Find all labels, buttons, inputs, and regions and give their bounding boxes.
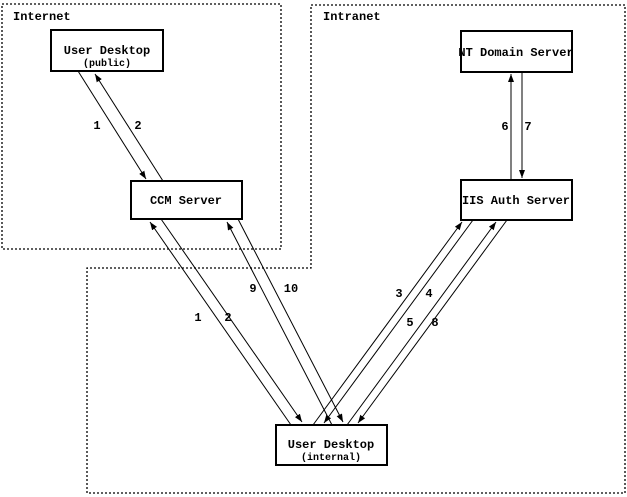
intranet-zone-border [86,4,626,494]
internet-zone-label: Internet [13,10,71,24]
edge-label-5: 5 [406,316,413,330]
edge-label-2-bottom: 2 [224,311,231,325]
edge-label-4: 4 [425,287,432,301]
node-user-desktop-public: User Desktop (public) [50,29,164,72]
user-desktop-internal-box [275,424,388,466]
edge-4-iis-to-internal [323,219,474,424]
edge-label-1-bottom: 1 [194,311,201,325]
iis-auth-server-box [460,179,573,221]
edge-label-6: 6 [501,120,508,134]
edge-label-9: 9 [249,282,256,296]
nt-domain-server-box [460,30,573,73]
user-desktop-public-title: User Desktop [64,44,150,58]
edge-label-8: 8 [431,316,438,330]
ccm-server-title: CCM Server [150,194,222,208]
edge-label-2-top: 2 [134,119,141,133]
iis-auth-server-title: IIS Auth Server [462,194,570,208]
node-user-desktop-internal: User Desktop (internal) [275,424,388,466]
edge-1-internal-to-ccm [149,221,292,426]
edge-8-iis-to-internal [357,219,508,424]
intranet-zone-label: Intranet [323,10,381,24]
nt-domain-server-title: NT Domain Server [458,46,573,60]
edge-1-public-to-ccm [77,70,147,180]
user-desktop-public-box [50,29,164,72]
edge-5-internal-to-iis [346,221,497,426]
internet-zone-border [1,3,282,250]
node-nt-domain-server: NT Domain Server [458,30,574,73]
user-desktop-internal-title: User Desktop [288,438,374,452]
edge-label-7: 7 [524,120,531,134]
edge-3-internal-to-iis [312,221,463,426]
edge-2-ccm-to-public [94,73,164,182]
edge-label-3: 3 [395,287,402,301]
ccm-server-box [130,180,243,220]
node-iis-auth-server: IIS Auth Server [460,179,573,221]
edge-2-ccm-to-internal [160,218,303,423]
user-desktop-public-subtitle: (public) [83,58,131,70]
edge-label-10: 10 [284,282,298,296]
edge-label-1-top: 1 [93,119,100,133]
edge-9-internal-to-ccm [226,221,333,426]
user-desktop-internal-subtitle: (internal) [301,452,361,464]
edge-10-ccm-to-internal [237,218,344,423]
node-ccm-server: CCM Server [130,180,243,220]
